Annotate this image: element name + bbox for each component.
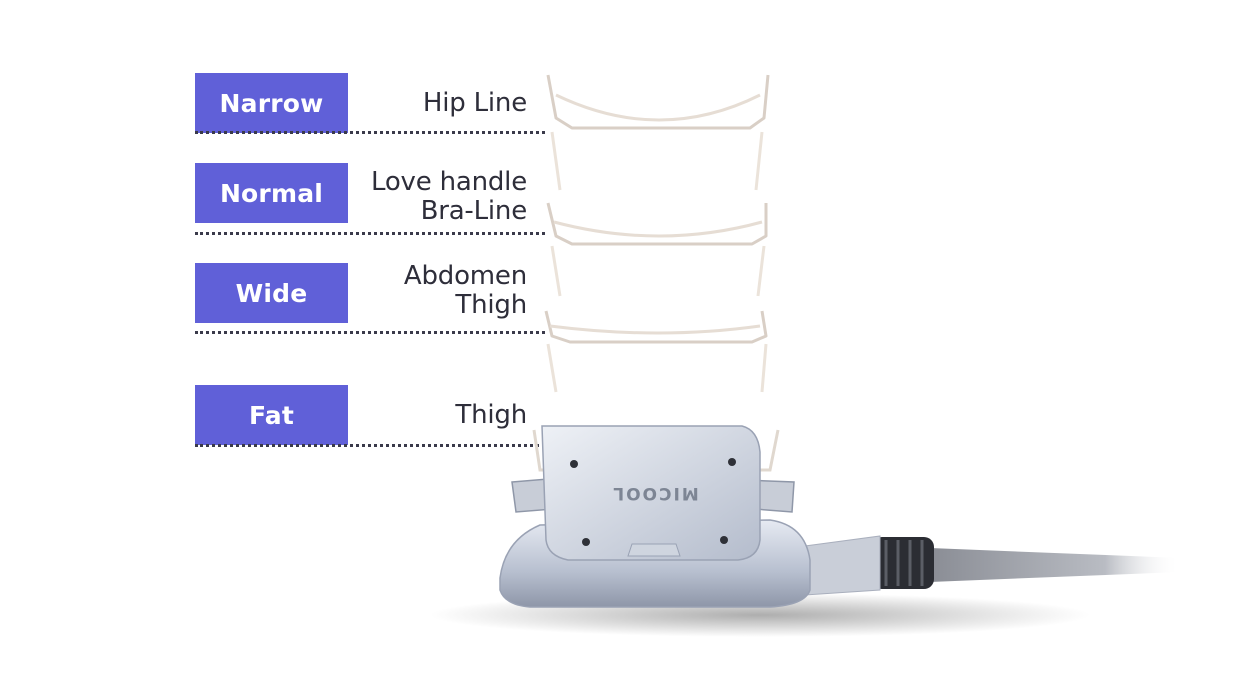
strain-relief-ribs bbox=[884, 540, 924, 586]
description-wide: Abdomen Thigh bbox=[404, 262, 527, 320]
description-normal: Love handle Bra-Line bbox=[371, 168, 527, 226]
leader-line-wide bbox=[195, 331, 545, 334]
description-line: Thigh bbox=[455, 400, 527, 430]
description-line: Bra-Line bbox=[420, 196, 528, 226]
leader-line-normal bbox=[195, 232, 545, 235]
applicator-head bbox=[541, 425, 761, 561]
head-tab bbox=[627, 543, 681, 557]
description-line: Hip Line bbox=[422, 88, 527, 118]
description-line: Love handle bbox=[371, 167, 527, 197]
cup-frame-wide bbox=[544, 310, 768, 393]
size-label-normal: Normal bbox=[195, 163, 348, 223]
description-fat: Thigh bbox=[455, 401, 527, 430]
leader-line-narrow bbox=[195, 131, 545, 134]
description-narrow: Hip Line bbox=[423, 89, 527, 118]
brand-mark: MICOOL bbox=[611, 483, 698, 503]
cable-strain-relief bbox=[872, 537, 934, 589]
description-line: Abdomen bbox=[403, 261, 527, 291]
cable bbox=[930, 548, 1180, 582]
cup-frame-normal bbox=[546, 202, 768, 297]
size-label-narrow: Narrow bbox=[195, 73, 348, 133]
description-line: Thigh bbox=[455, 290, 527, 320]
head-screws bbox=[570, 458, 736, 546]
size-label-fat: Fat bbox=[195, 385, 348, 445]
cup-frame-narrow bbox=[546, 74, 770, 191]
size-label-wide: Wide bbox=[195, 263, 348, 323]
leader-line-fat bbox=[195, 444, 545, 447]
